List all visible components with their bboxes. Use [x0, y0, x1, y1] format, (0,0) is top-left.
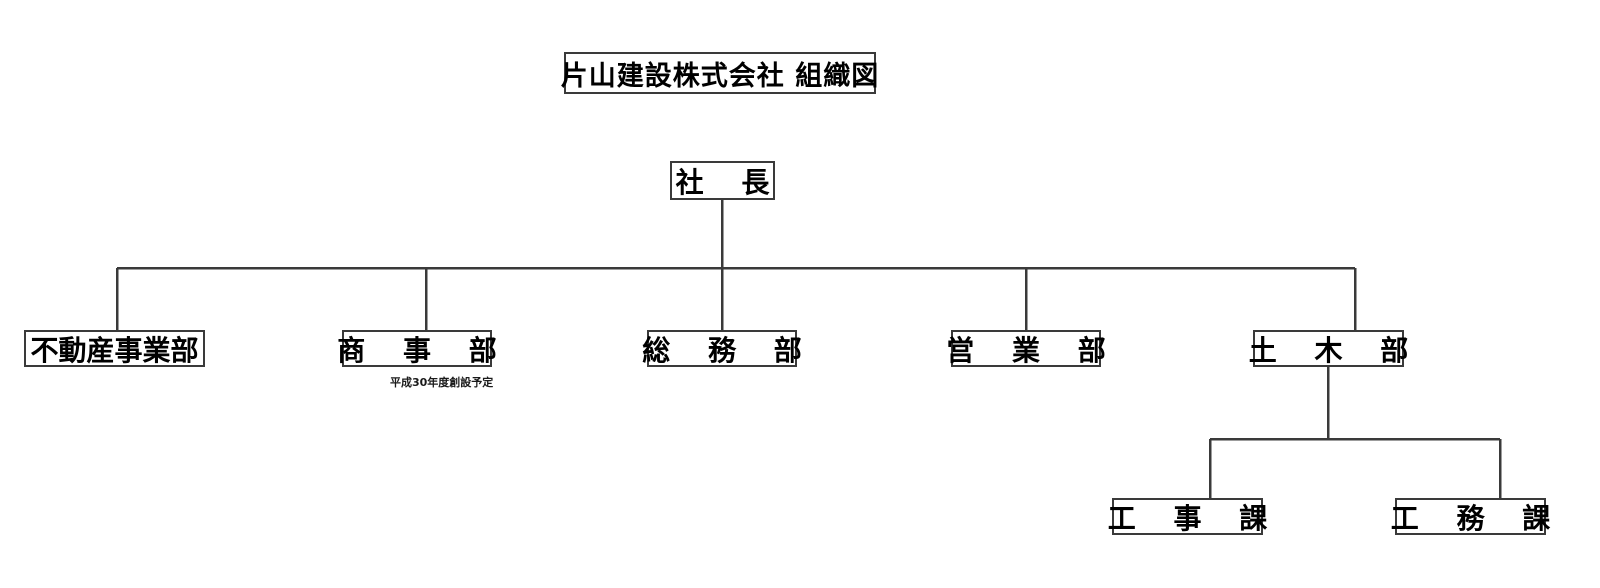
- node-construction-section-label: 工 事 課: [1107, 501, 1282, 535]
- node-real-estate-division-label: 不動産事業部: [30, 333, 199, 367]
- node-general-affairs-division-label: 総 務 部: [642, 333, 816, 367]
- node-trading-division-label: 商 事 部: [337, 333, 511, 367]
- node-works-section: 工 務 課: [1391, 498, 1550, 535]
- node-trading-division-note: 平成30年度創設予定: [390, 376, 494, 389]
- node-president-label: 社 長: [675, 165, 784, 199]
- node-sales-division-label: 営 業 部: [946, 333, 1120, 367]
- node-president: 社 長: [670, 161, 775, 200]
- chart-title-text: 片山建設株式会社 組織図: [560, 60, 880, 92]
- chart-title-box: 片山建設株式会社 組織図: [560, 52, 880, 94]
- node-civil-engineering-division: 土 木 部: [1249, 330, 1408, 367]
- node-general-affairs-division: 総 務 部: [642, 330, 802, 367]
- node-civil-engineering-division-label: 土 木 部: [1248, 333, 1423, 367]
- node-real-estate-division: 不動産事業部: [24, 330, 205, 367]
- node-sales-division: 営 業 部: [946, 330, 1106, 367]
- node-construction-section: 工 事 課: [1108, 498, 1267, 535]
- node-works-section-label: 工 務 課: [1390, 501, 1565, 535]
- node-trading-division: 商 事 部: [337, 330, 497, 367]
